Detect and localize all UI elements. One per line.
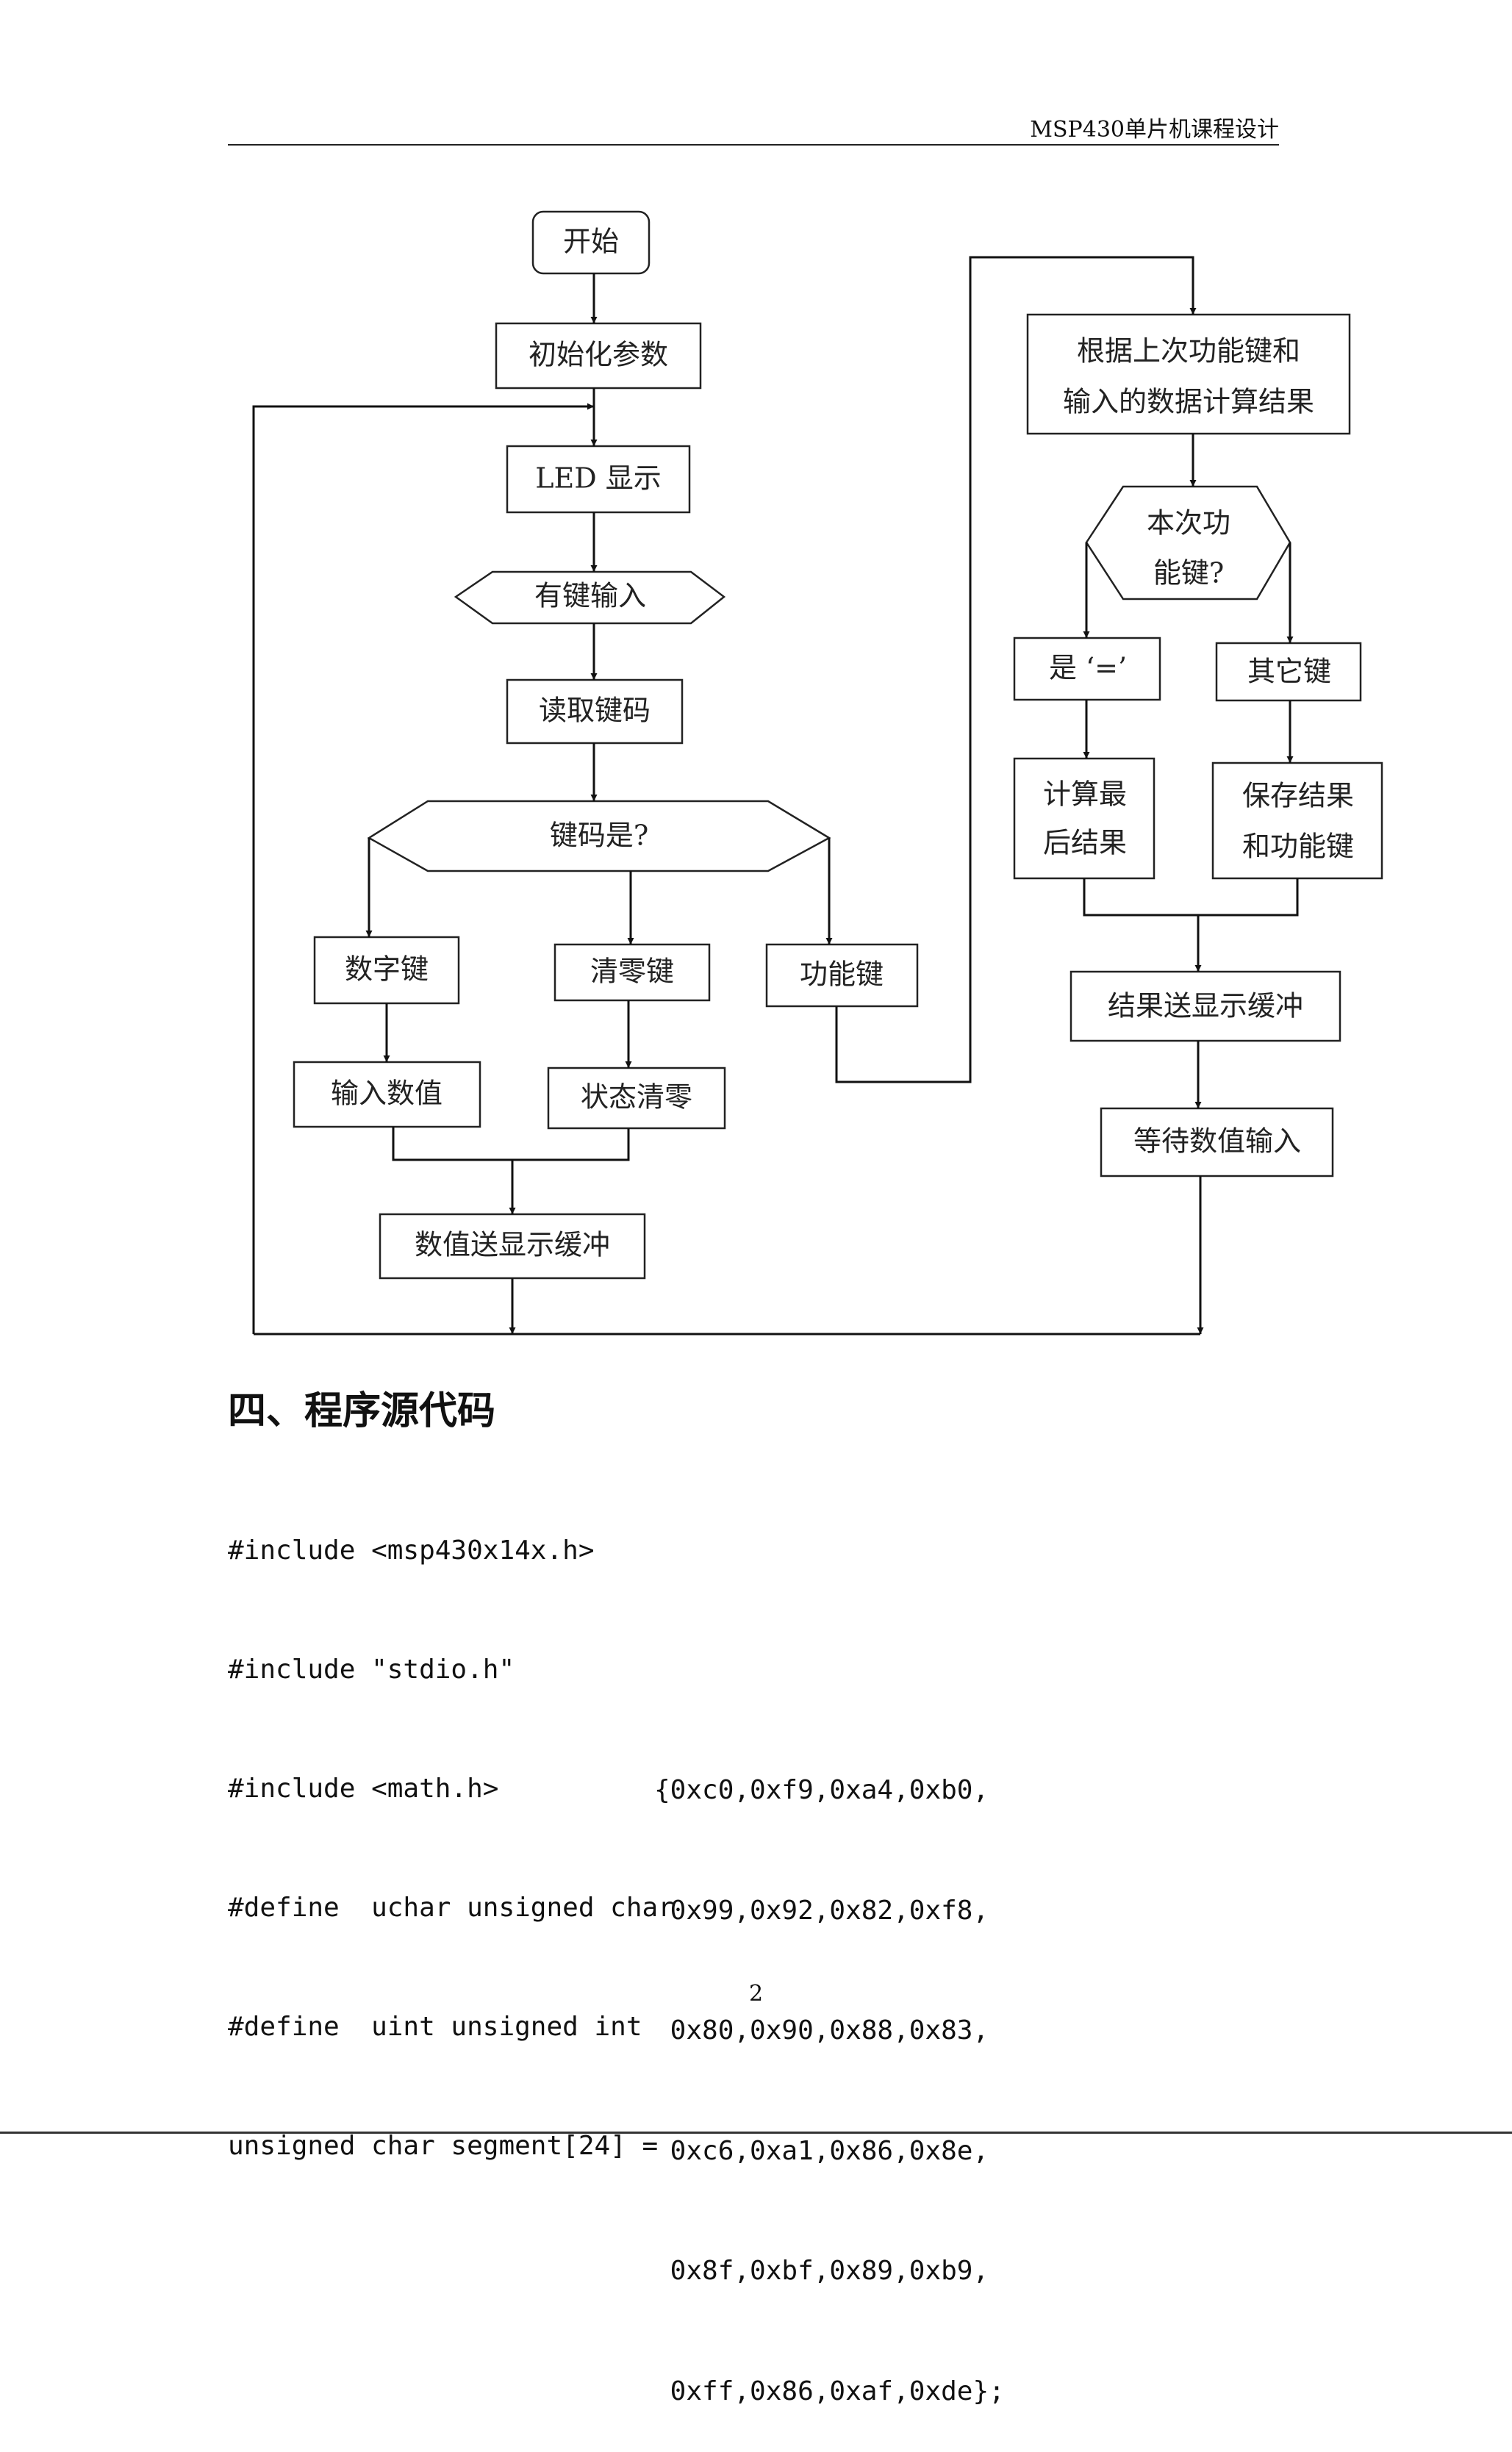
- init-box: [495, 322, 702, 390]
- function-key-label: 功能键: [800, 958, 884, 991]
- this-func-label-1: 本次功: [1147, 507, 1230, 539]
- array-line: 0x8f,0xbf,0x89,0xb9,: [654, 2256, 989, 2286]
- this-func-label-2: 能键?: [1153, 557, 1224, 589]
- array-line: 0xff,0x86,0xaf,0xde};: [654, 2376, 1005, 2406]
- number-key-label: 数字键: [345, 953, 429, 986]
- result-to-buffer-box: [1069, 970, 1341, 1042]
- function-key-box: [765, 943, 919, 1008]
- led-display-box: [506, 445, 691, 514]
- segment-array: {0xc0,0xf9,0xa4,0xb0, 0x99,0x92,0x82,0xf…: [654, 1691, 1005, 2452]
- init-label: 初始化参数: [529, 339, 668, 371]
- clear-key-label: 清零键: [590, 956, 674, 988]
- compute-box: [1026, 313, 1351, 435]
- clear-key-box: [553, 943, 711, 1002]
- header-title: MSP430单片机课程设计: [1030, 117, 1279, 143]
- section-heading: 四、程序源代码: [228, 1389, 496, 1433]
- code-line: #define uint unsigned int: [228, 2012, 642, 2042]
- code-line: #define uchar unsigned char: [228, 1893, 674, 1923]
- final-result-box: [1013, 757, 1156, 880]
- array-line: 0x80,0x90,0x88,0x83,: [654, 2015, 989, 2046]
- code-line: #include <math.h>: [228, 1774, 499, 1804]
- other-key-label: 其它键: [1247, 656, 1331, 688]
- compute-label-2: 输入的数据计算结果: [1063, 386, 1314, 418]
- value-to-buffer-label: 数值送显示缓冲: [415, 1229, 610, 1261]
- result-to-buffer-label: 结果送显示缓冲: [1108, 990, 1303, 1022]
- start-label: 开始: [563, 226, 619, 258]
- array-line: 0xc6,0xa1,0x86,0x8e,: [654, 2135, 989, 2166]
- state-clear-box: [547, 1067, 726, 1130]
- state-clear-label: 状态清零: [581, 1081, 692, 1114]
- keycode-decision-label: 键码是?: [550, 820, 648, 852]
- code-block: #include <msp430x14x.h> #include "stdio.…: [228, 1452, 674, 2206]
- read-keycode-label: 读取键码: [539, 695, 651, 727]
- is-equal-label: 是 ‘=’: [1049, 652, 1127, 684]
- array-line: 0x99,0x92,0x82,0xf8,: [654, 1895, 989, 1926]
- save-result-label-2: 和功能键: [1242, 831, 1354, 863]
- wait-input-label: 等待数值输入: [1133, 1125, 1301, 1158]
- key-input-label: 有键输入: [534, 580, 646, 612]
- code-line: #include <msp430x14x.h>: [228, 1535, 595, 1566]
- start-box: [531, 210, 651, 275]
- code-line: #include "stdio.h": [228, 1655, 515, 1685]
- other-key-box: [1215, 642, 1362, 702]
- array-line: {0xc0,0xf9,0xa4,0xb0,: [654, 1775, 989, 1805]
- flowchart: 开始 初始化参数 LED 显示 有键输入 读取键码 键码是? 数字键 清零键 功…: [252, 210, 1383, 1336]
- input-value-label: 输入数值: [331, 1078, 443, 1110]
- final-result-label-2: 后结果: [1043, 827, 1127, 859]
- page-header: MSP430单片机课程设计: [228, 118, 1279, 146]
- wait-input-box: [1100, 1107, 1334, 1177]
- compute-label-1: 根据上次功能键和: [1077, 335, 1300, 368]
- led-display-label: LED 显示: [535, 462, 662, 495]
- final-result-label-1: 计算最: [1043, 778, 1127, 811]
- bottom-rule: [0, 2132, 1512, 2134]
- key-input-decision: [454, 570, 726, 625]
- page-number: 2: [748, 1981, 764, 2007]
- save-result-label-1: 保存结果: [1242, 780, 1354, 812]
